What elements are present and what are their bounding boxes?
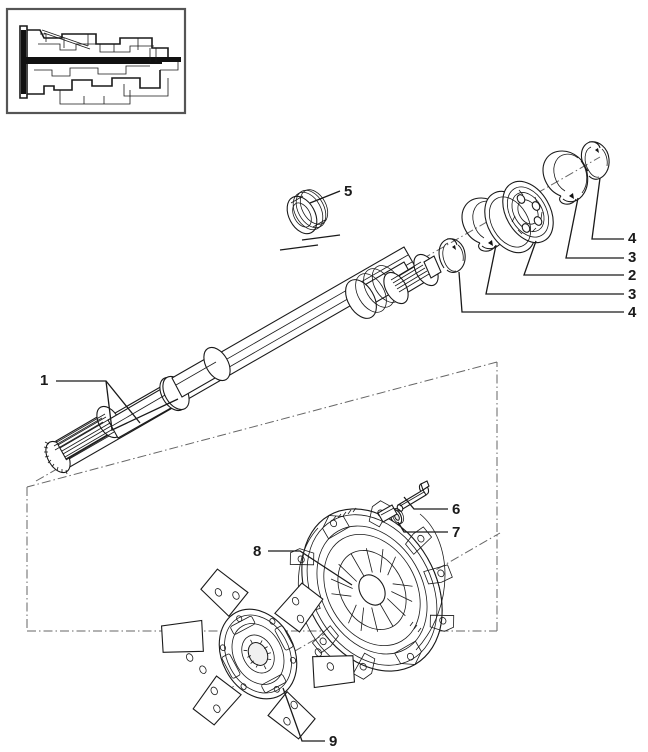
callout-6: 6 <box>452 501 461 518</box>
snap-ring-inner-left <box>438 238 466 273</box>
snap-ring-top <box>542 150 589 205</box>
callout-7: 7 <box>452 524 461 541</box>
shaft-bearing-seat <box>162 346 231 411</box>
callout-3-bottom: 3 <box>628 286 637 303</box>
callout-5: 5 <box>344 183 353 200</box>
clutch-disc <box>160 568 356 740</box>
shaft-gear-head <box>345 253 442 319</box>
callout-3-top: 3 <box>628 249 637 266</box>
callout-9: 9 <box>329 733 338 750</box>
pressure-plate <box>289 500 455 680</box>
callout-4-bottom: 4 <box>628 304 637 321</box>
oil-seal <box>286 189 329 235</box>
callout-4-top: 4 <box>628 230 637 247</box>
leader-lines-upper <box>56 177 624 431</box>
snap-ring-outer-top <box>580 141 610 180</box>
drive-shaft <box>43 246 442 475</box>
callout-1: 1 <box>40 372 49 389</box>
callout-2: 2 <box>628 267 637 284</box>
callout-8: 8 <box>253 543 262 560</box>
transmission-section-view <box>8 10 184 112</box>
ball-bearing <box>484 180 554 254</box>
leader-lines-lower <box>268 496 448 742</box>
